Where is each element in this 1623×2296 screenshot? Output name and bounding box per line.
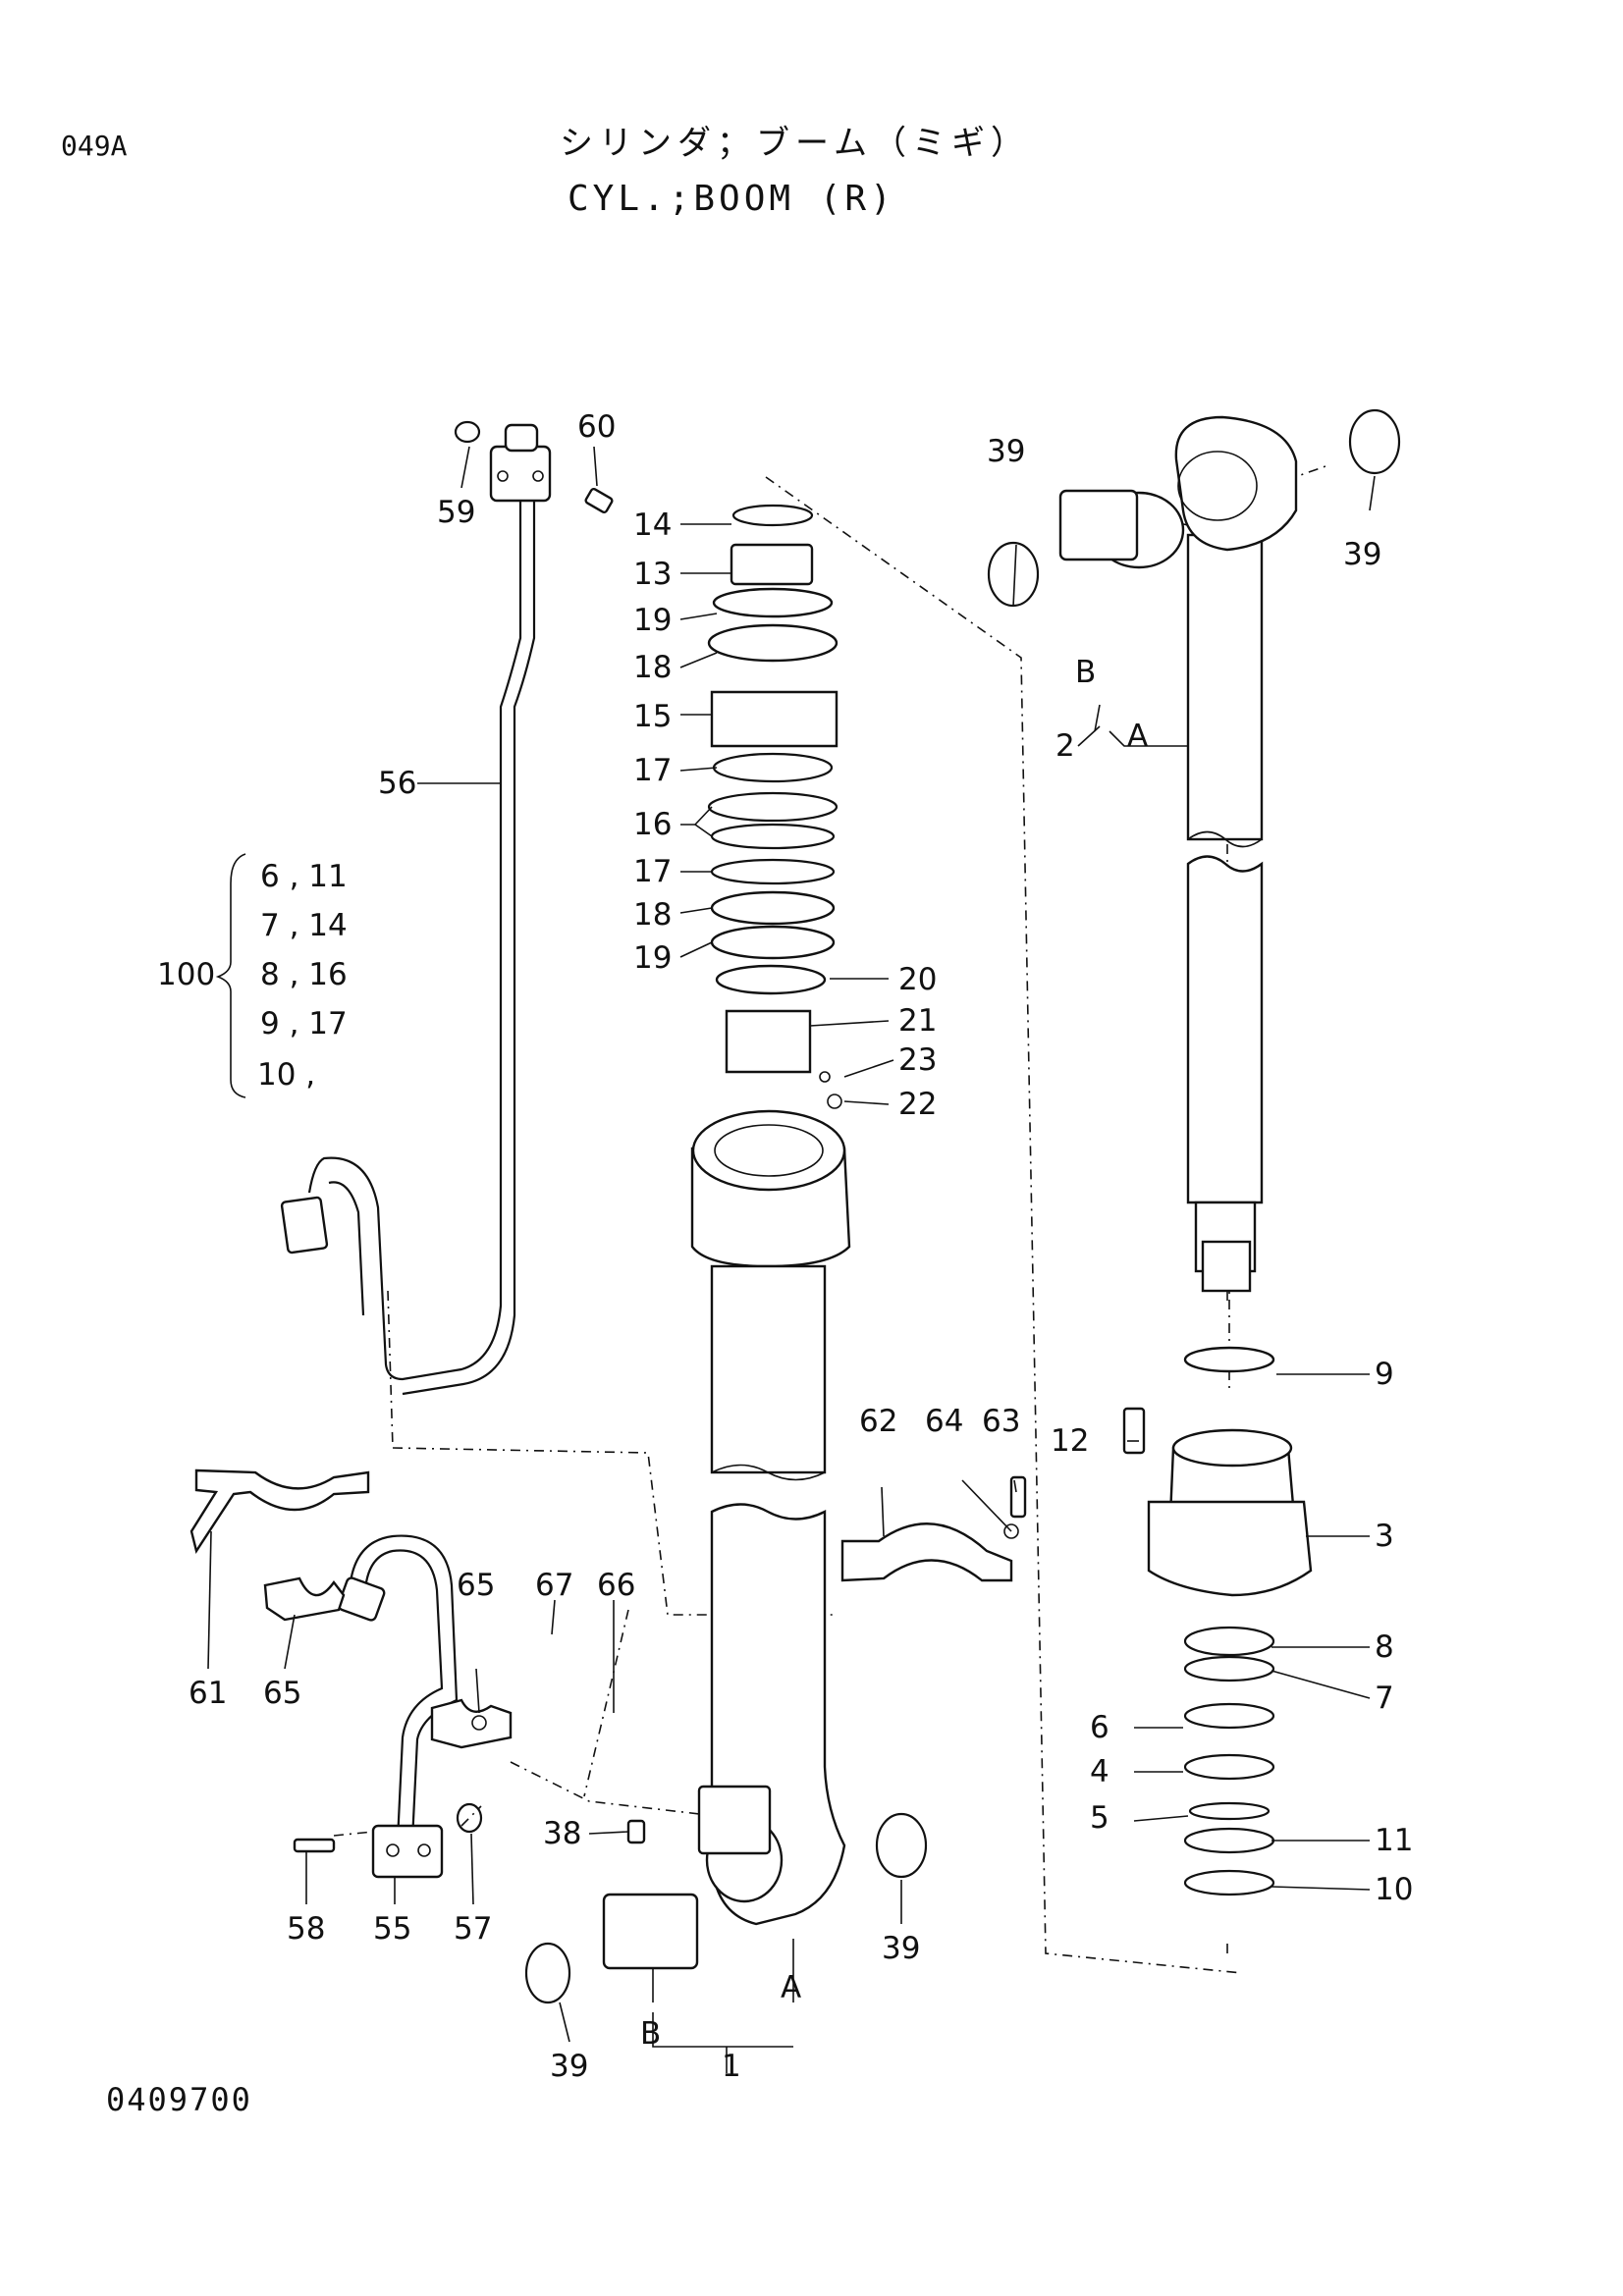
callout-62: 62	[859, 1404, 897, 1439]
leader-lines	[207, 446, 1376, 2073]
callout-66: 66	[597, 1568, 635, 1603]
callout-60: 60	[577, 409, 616, 445]
callout-19b: 19	[633, 940, 672, 976]
callout-6: 6	[1090, 1710, 1109, 1745]
callout-39a: 39	[987, 434, 1025, 469]
callout-8: 8	[1375, 1629, 1394, 1665]
callout-18b: 18	[633, 897, 672, 933]
callout-2: 2	[1055, 728, 1075, 764]
callout-12: 12	[1051, 1423, 1089, 1459]
set-group-brace	[215, 853, 246, 1098]
bushing-b-and-rings	[524, 1812, 928, 2004]
set-group-pair-3: 8 , 16	[260, 957, 348, 992]
band-62	[840, 1475, 1027, 1582]
callout-b-upper: B	[1075, 655, 1096, 690]
callout-65b: 65	[457, 1568, 495, 1603]
page-code: 049A	[61, 130, 128, 162]
clamp-61-65	[189, 1468, 513, 1749]
callout-11: 11	[1375, 1823, 1413, 1858]
title-japanese: シリンダ；ブーム（ミギ）	[560, 124, 1030, 163]
callout-59: 59	[437, 495, 475, 530]
callout-15: 15	[633, 699, 672, 734]
set-group-pair-4: 9 , 17	[260, 1006, 348, 1041]
callout-65a: 65	[263, 1676, 301, 1711]
callout-67: 67	[535, 1568, 573, 1603]
callout-19a: 19	[633, 603, 672, 638]
piston-rod-2	[987, 408, 1401, 1293]
callout-a-lower: A	[781, 1970, 801, 2005]
callout-58: 58	[287, 1911, 325, 1947]
callout-57: 57	[454, 1911, 492, 1947]
drawing-number: 0409700	[106, 2081, 252, 2118]
pipe-fitting-59-60	[454, 420, 614, 514]
piston-seal-stack	[707, 504, 842, 1109]
cylinder-tube-1	[690, 1109, 851, 1926]
callout-64: 64	[925, 1404, 963, 1439]
set-group-pair-1: 6 , 11	[260, 859, 348, 894]
callout-21: 21	[898, 1003, 937, 1039]
callout-a-upper: A	[1127, 719, 1148, 754]
callout-18a: 18	[633, 650, 672, 685]
callout-23: 23	[898, 1042, 937, 1078]
callout-38: 38	[543, 1816, 581, 1851]
callout-39d: 39	[550, 2049, 588, 2084]
hydraulic-pipe-56	[280, 496, 536, 1396]
callout-13: 13	[633, 557, 672, 592]
callout-3: 3	[1375, 1519, 1394, 1554]
callout-16: 16	[633, 807, 672, 842]
callout-1: 1	[722, 2049, 741, 2084]
callout-22: 22	[898, 1087, 937, 1122]
callout-55: 55	[373, 1911, 411, 1947]
callout-20: 20	[898, 962, 937, 997]
callout-39c: 39	[882, 1931, 920, 1966]
callout-5: 5	[1090, 1800, 1109, 1836]
set-group-pair-5: 10 ,	[257, 1057, 315, 1093]
callout-17b: 17	[633, 854, 672, 889]
set-group-number: 100	[157, 957, 215, 992]
callout-14: 14	[633, 507, 672, 543]
callout-17a: 17	[633, 753, 672, 788]
callout-4: 4	[1090, 1754, 1109, 1789]
callout-10: 10	[1375, 1872, 1413, 1907]
callout-7: 7	[1375, 1681, 1394, 1716]
set-group-pair-2: 7 , 14	[260, 908, 348, 943]
cylinder-head-3	[1122, 1346, 1313, 1896]
callout-b-lower: B	[640, 2016, 661, 2052]
callout-61: 61	[189, 1676, 227, 1711]
callout-63: 63	[982, 1404, 1020, 1439]
callout-56: 56	[378, 766, 416, 801]
title-english: CYL.;BOOM (R)	[568, 179, 895, 219]
callout-39b: 39	[1343, 537, 1381, 572]
lower-pipe-55	[293, 1534, 483, 1879]
callout-9: 9	[1375, 1357, 1394, 1392]
